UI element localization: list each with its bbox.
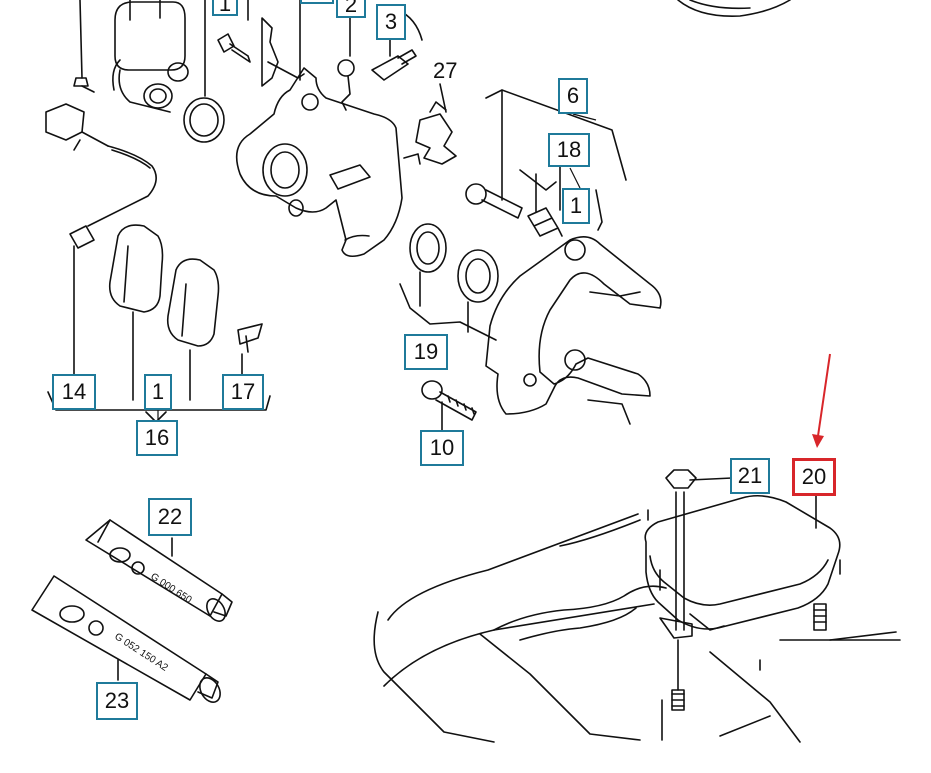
- label-14[interactable]: 14: [52, 374, 96, 410]
- label-17[interactable]: 17: [222, 374, 264, 410]
- label-10[interactable]: 10: [420, 430, 464, 466]
- label-23[interactable]: 23: [96, 682, 138, 720]
- label-1-mid[interactable]: 1: [562, 188, 590, 224]
- brake-disc-edge: [677, 0, 791, 17]
- label-1-low[interactable]: 1: [144, 374, 172, 410]
- actuator-motor: [114, 1, 186, 71]
- label-16[interactable]: 16: [136, 420, 178, 456]
- label-1-top[interactable]: 1: [212, 0, 238, 16]
- red-arrow: [812, 353, 831, 448]
- seal-ring-inner: [457, 249, 499, 303]
- label-3[interactable]: 3: [376, 4, 406, 40]
- brake-pad-right: [166, 258, 220, 347]
- lower-tube-code: G 052 150 A2: [112, 631, 170, 674]
- label-2[interactable]: 2: [336, 0, 366, 18]
- nut: [665, 469, 697, 489]
- label-27[interactable]: 27: [433, 58, 458, 83]
- floor-panel: [373, 513, 639, 743]
- label-19[interactable]: 19: [404, 334, 448, 370]
- label-20[interactable]: 20: [792, 458, 836, 496]
- label-21[interactable]: 21: [730, 458, 770, 494]
- caliper-carrier: [485, 236, 662, 415]
- wear-sensor: [45, 103, 85, 141]
- label-18[interactable]: 18: [548, 133, 590, 167]
- seal-ring-outer: [409, 223, 447, 273]
- brake-pad-left: [108, 224, 164, 313]
- label-6[interactable]: 6: [558, 78, 588, 114]
- caliper-housing: [235, 0, 403, 258]
- control-module: [644, 494, 841, 630]
- label-blank[interactable]: [300, 0, 334, 4]
- upper-tube-code: G 000 650: [148, 571, 194, 606]
- spring-clip: [415, 113, 457, 165]
- label-22[interactable]: 22: [148, 498, 192, 536]
- o-ring: [183, 97, 225, 143]
